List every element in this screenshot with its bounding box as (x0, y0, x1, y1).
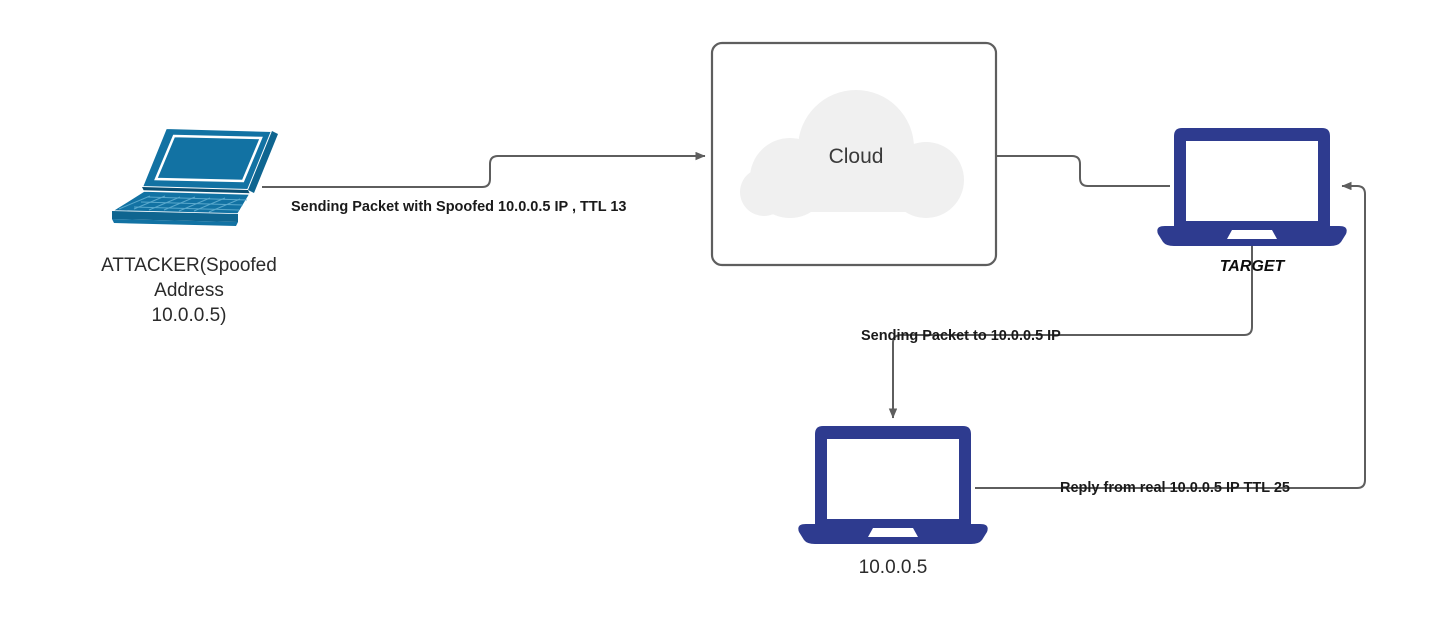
cloud-icon (740, 90, 964, 218)
attacker-label-line1: ATTACKER(Spoofed (101, 255, 277, 276)
target-laptop-icon (1157, 128, 1347, 246)
cloud-node[interactable]: Cloud (710, 41, 998, 267)
cloud-label: Cloud (829, 145, 884, 168)
edge-label-target-to-victim: Sending Packet to 10.0.0.5 IP (861, 328, 1061, 344)
connector-attacker-to-cloud (262, 151, 706, 188)
connector-cloud-to-target (996, 155, 1170, 187)
target-node[interactable]: TARGET (1157, 128, 1347, 275)
victim-label: 10.0.0.5 (859, 557, 928, 578)
attacker-label-line3: 10.0.0.5) (152, 305, 227, 326)
attacker-label-line2: Address (154, 280, 224, 301)
victim-laptop-icon (798, 426, 988, 544)
connector-victim-to-target (975, 181, 1366, 489)
victim-node[interactable]: 10.0.0.5 (798, 426, 988, 578)
laptop-isometric-icon (109, 126, 278, 226)
attacker-node[interactable]: ATTACKER(Spoofed Address 10.0.0.5) (101, 126, 278, 326)
edge-label-victim-to-target: Reply from real 10.0.0.5 IP TTL 25 (1060, 480, 1290, 496)
edge-label-attacker-to-cloud: Sending Packet with Spoofed 10.0.0.5 IP … (291, 199, 626, 215)
target-label: TARGET (1220, 258, 1286, 275)
connector-target-to-victim (888, 240, 1253, 419)
